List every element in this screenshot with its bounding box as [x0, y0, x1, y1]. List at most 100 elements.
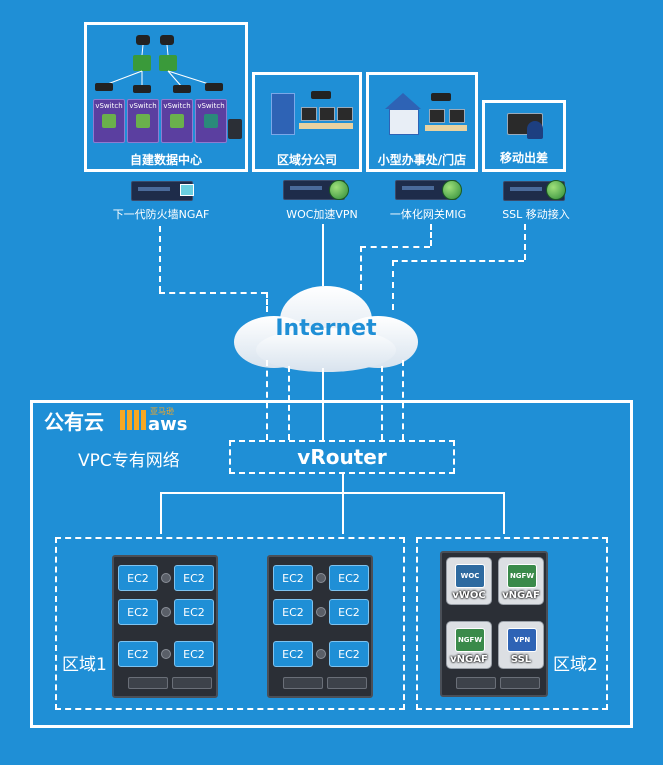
- vswitch-label: vSwitch: [95, 102, 123, 110]
- internet-downlink: [288, 366, 290, 440]
- vrouter-trunk: [342, 474, 344, 534]
- rack-drawer: [500, 677, 540, 689]
- vngaf-tile: NGFW vNGAF: [446, 621, 492, 669]
- ec2-instance: EC2: [329, 599, 369, 625]
- small-office-title: 小型办事处/门店: [377, 153, 467, 167]
- public-cloud-title: 公有云: [44, 410, 104, 434]
- vswitch-label: vSwitch: [197, 102, 225, 110]
- computer-icon: [301, 107, 317, 121]
- rack-knob: [316, 573, 326, 583]
- mig-appliance-icon: [395, 180, 457, 200]
- ssl-label: SSL 移动接入: [502, 208, 570, 221]
- vpn-badge-icon: VPN: [507, 628, 537, 652]
- zone1-label: 区域1: [62, 655, 107, 675]
- mobile-title: 移动出差: [499, 151, 548, 165]
- rack-knob: [161, 573, 171, 583]
- ec2-instance: EC2: [329, 641, 369, 667]
- woc-uplink: [322, 224, 324, 286]
- ec2-instance: EC2: [174, 641, 214, 667]
- vswitch-host: vSwitch: [93, 99, 125, 143]
- aws-logo-text: aws: [148, 414, 188, 435]
- ec2-instance: EC2: [118, 641, 158, 667]
- datacenter-box: vSwitch vSwitch vSwitch vSwitch 自建数据中心: [84, 22, 248, 172]
- aws-logo-cubes: [120, 410, 146, 430]
- vngaf-label: vNGAF: [502, 590, 540, 601]
- desk-icon: [425, 125, 467, 131]
- ec2-instance: EC2: [273, 641, 313, 667]
- vrouter-box: [229, 440, 455, 474]
- datacenter-title: 自建数据中心: [129, 153, 202, 167]
- mig-uplink: [360, 246, 362, 290]
- mobile-box: 移动出差: [482, 100, 566, 172]
- access-switch-icon: [173, 85, 191, 93]
- internet-downlink: [322, 368, 324, 440]
- access-switch-icon: [95, 83, 113, 91]
- ec2-instance: EC2: [174, 565, 214, 591]
- aws-logo-sub: 亚马逊: [150, 407, 174, 416]
- ec2-instance: EC2: [329, 565, 369, 591]
- ssl-uplink: [392, 260, 394, 310]
- ssl-uplink: [524, 224, 526, 260]
- mig-uplink: [430, 224, 432, 246]
- ssl-label-text: SSL: [510, 654, 532, 665]
- internet-label: Internet: [275, 316, 377, 341]
- vswitch-host: vSwitch: [195, 99, 227, 143]
- computer-icon: [319, 107, 335, 121]
- house-body-icon: [389, 109, 419, 135]
- ngfw-badge-icon: NGFW: [455, 628, 485, 652]
- rack-drawer: [327, 677, 367, 689]
- router-icon: [311, 91, 331, 99]
- zone1-box: [55, 537, 405, 710]
- ec2-instance: EC2: [118, 565, 158, 591]
- ssl-tile: VPN SSL: [498, 621, 544, 669]
- ec2-instance: EC2: [273, 599, 313, 625]
- internet-downlink: [381, 366, 383, 440]
- access-switch-icon: [133, 85, 151, 93]
- mig-uplink: [360, 246, 430, 248]
- branch-title: 区域分公司: [276, 153, 337, 167]
- vswitch-host: vSwitch: [127, 99, 159, 143]
- rack-knob: [161, 649, 171, 659]
- house-icon: [385, 93, 421, 109]
- rack-knob: [316, 607, 326, 617]
- aws-logo: 亚马逊 aws: [120, 406, 200, 435]
- vswitch-label: vSwitch: [163, 102, 191, 110]
- woc-badge-icon: WOC: [455, 564, 485, 588]
- zone2-label: 区域2: [553, 655, 598, 675]
- ngaf-uplink: [159, 226, 161, 292]
- globe-icon: [329, 180, 349, 200]
- globe-icon: [546, 180, 566, 200]
- vwoc-tile: WOC vWOC: [446, 557, 492, 605]
- server-rack: EC2 EC2 EC2 EC2 EC2 EC2: [112, 555, 218, 698]
- small-office-box: 小型办事处/门店: [366, 72, 478, 172]
- topology-lines: [104, 44, 213, 88]
- desk-icon: [299, 123, 353, 129]
- zone-branch-line: [160, 492, 162, 534]
- access-switch-icon: [205, 83, 223, 91]
- rack-drawer: [172, 677, 212, 689]
- ssl-uplink: [392, 260, 524, 262]
- vswitch-host: vSwitch: [161, 99, 193, 143]
- ngaf-uplink: [159, 292, 267, 294]
- router-icon: [431, 93, 451, 101]
- server-rack: EC2 EC2 EC2 EC2 EC2 EC2: [267, 555, 373, 698]
- vngaf-tile: NGFW vNGAF: [498, 557, 544, 605]
- vpc-label: VPC专有网络: [78, 451, 180, 471]
- rack-knob: [316, 649, 326, 659]
- core-switch-icon: [160, 35, 174, 45]
- user-icon: [527, 121, 543, 139]
- computer-icon: [429, 109, 445, 123]
- ngfw-badge-icon: NGFW: [507, 564, 537, 588]
- rack-drawer: [283, 677, 323, 689]
- computer-icon: [337, 107, 353, 121]
- vrouter-label: vRouter: [297, 445, 387, 469]
- woc-label: WOC加速VPN: [286, 208, 358, 221]
- aggregation-switch-icon: [159, 55, 177, 71]
- appliance-rack: WOC vWOC NGFW vNGAF NGFW vNGAF VPN SSL: [440, 551, 548, 697]
- zone-branch-line: [160, 492, 504, 494]
- mig-label: 一体化网关MIG: [389, 208, 467, 221]
- zone2-box: [416, 537, 608, 710]
- globe-icon: [442, 180, 462, 200]
- vswitch-label: vSwitch: [129, 102, 157, 110]
- internet-cloud: [234, 286, 418, 372]
